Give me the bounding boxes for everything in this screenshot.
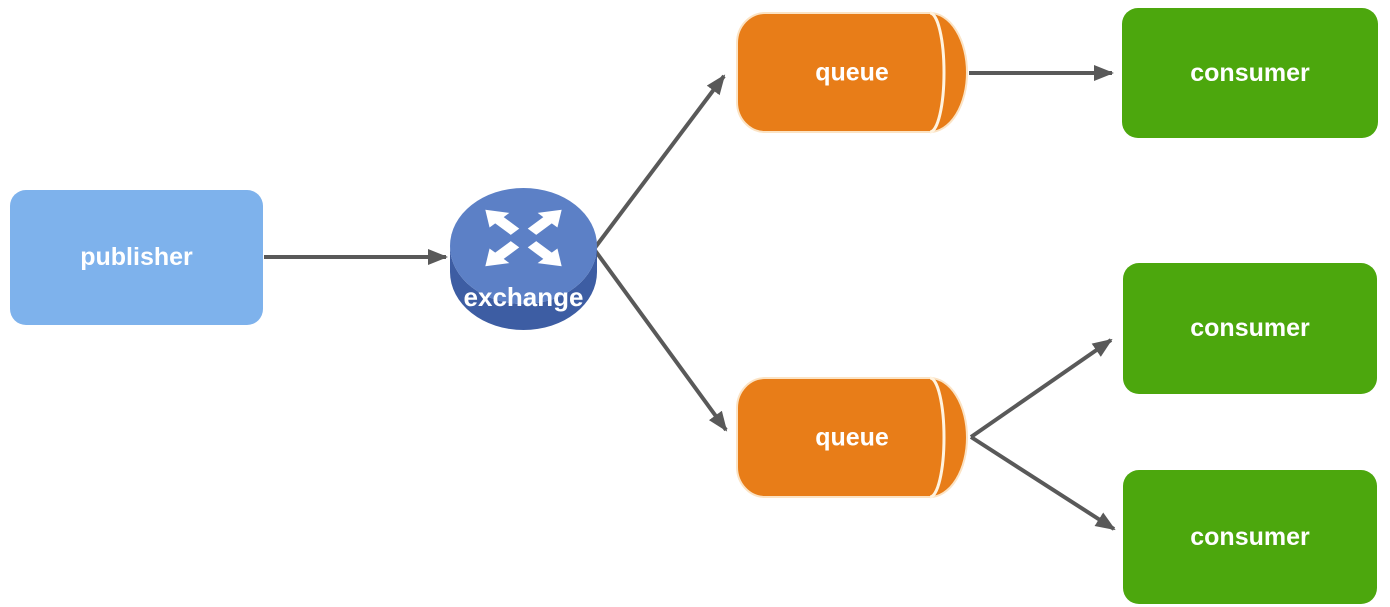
exchange-cylinder-top [450, 188, 597, 304]
consumer-middle-node: consumer [1123, 263, 1377, 394]
edge-exchange-queue-top [592, 74, 726, 251]
consumer-bottom-node: consumer [1123, 470, 1377, 604]
queue-top-node: queue [736, 11, 968, 134]
queue-top-label: queue [815, 59, 889, 87]
exchange-cylinder-side [450, 246, 597, 330]
arrow-ne-icon [527, 209, 562, 235]
queue-cylinder-rim [929, 11, 946, 134]
queue-bottom-node: queue [736, 376, 968, 499]
consumer-top-node: consumer [1122, 8, 1378, 138]
arrow-se-icon [527, 241, 562, 267]
edge-exchange-queue-bottom [592, 247, 728, 432]
queue-cylinder-rim [929, 376, 946, 499]
queue-bottom-label: queue [815, 424, 889, 452]
exchange-node: exchange [450, 188, 597, 330]
arrow-nw-icon [485, 209, 520, 235]
publisher-node: publisher [10, 190, 263, 325]
edges [264, 65, 1116, 531]
crossed-arrows-icon [485, 209, 562, 267]
queue-cylinder-shape [736, 12, 968, 133]
exchange-label: exchange [464, 282, 584, 312]
edge-queue-bottom-consumer-middle [969, 338, 1113, 439]
queue-cylinder-shape [736, 377, 968, 498]
edge-queue-bottom-consumer-bottom [969, 435, 1116, 531]
arrow-sw-icon [485, 241, 520, 267]
